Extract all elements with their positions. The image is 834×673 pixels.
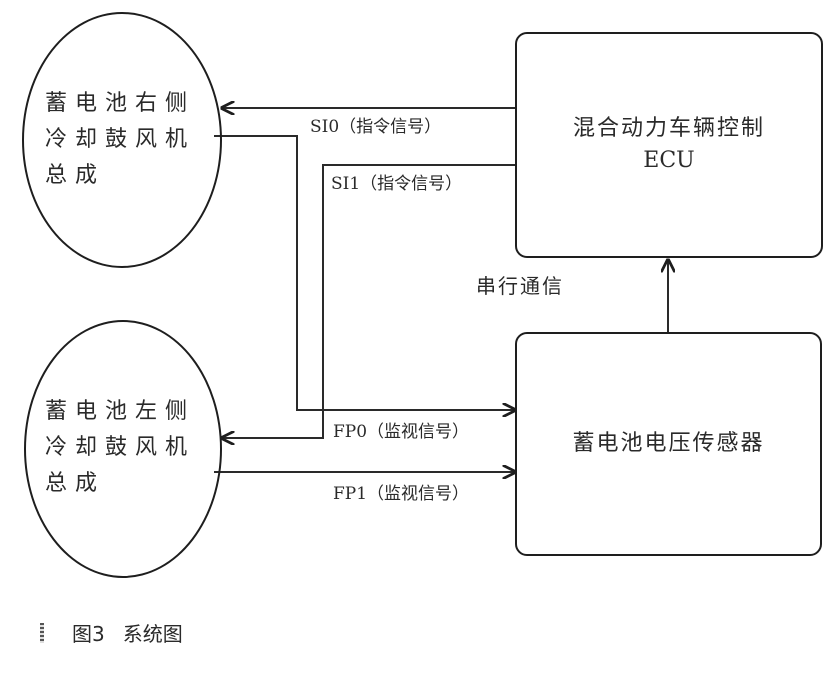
- ecu-line-2: ECU: [643, 148, 695, 173]
- si1-line: [222, 164, 515, 438]
- ecu-node: 混合动力车辆控制 ECU: [515, 32, 823, 258]
- left-blower-label: 蓄电池左侧 冷却鼓风机 总成: [45, 394, 195, 502]
- serial-comm-label: 串行通信: [476, 274, 564, 298]
- caption-bar-icon: [40, 622, 44, 643]
- si0-label: SI0（指令信号）: [310, 117, 442, 137]
- left-blower-line-1: 蓄电池左侧: [45, 399, 196, 424]
- fp1-label: FP1（监视信号）: [333, 484, 470, 504]
- voltage-sensor-label: 蓄电池电压传感器: [572, 431, 765, 456]
- ecu-line-1: 混合动力车辆控制: [572, 116, 765, 141]
- right-blower-line-1: 蓄电池右侧: [45, 91, 196, 116]
- left-blower-line-2: 冷却鼓风机: [45, 435, 196, 460]
- caption-number: 图3: [72, 622, 105, 646]
- left-blower-node: [24, 320, 222, 578]
- fp0-line: [214, 135, 515, 410]
- right-blower-label: 蓄电池右侧 冷却鼓风机 总成: [45, 86, 195, 194]
- right-blower-line-2: 冷却鼓风机: [45, 127, 196, 152]
- right-blower-line-3: 总成: [45, 163, 106, 188]
- figure-caption: 图3 系统图: [40, 618, 183, 647]
- si1-label: SI1（指令信号）: [331, 174, 463, 194]
- fp0-label: FP0（监视信号）: [333, 422, 470, 442]
- caption-title: 系统图: [122, 622, 183, 646]
- left-blower-line-3: 总成: [45, 471, 106, 496]
- right-blower-node: [22, 12, 222, 268]
- voltage-sensor-node: 蓄电池电压传感器: [515, 332, 822, 556]
